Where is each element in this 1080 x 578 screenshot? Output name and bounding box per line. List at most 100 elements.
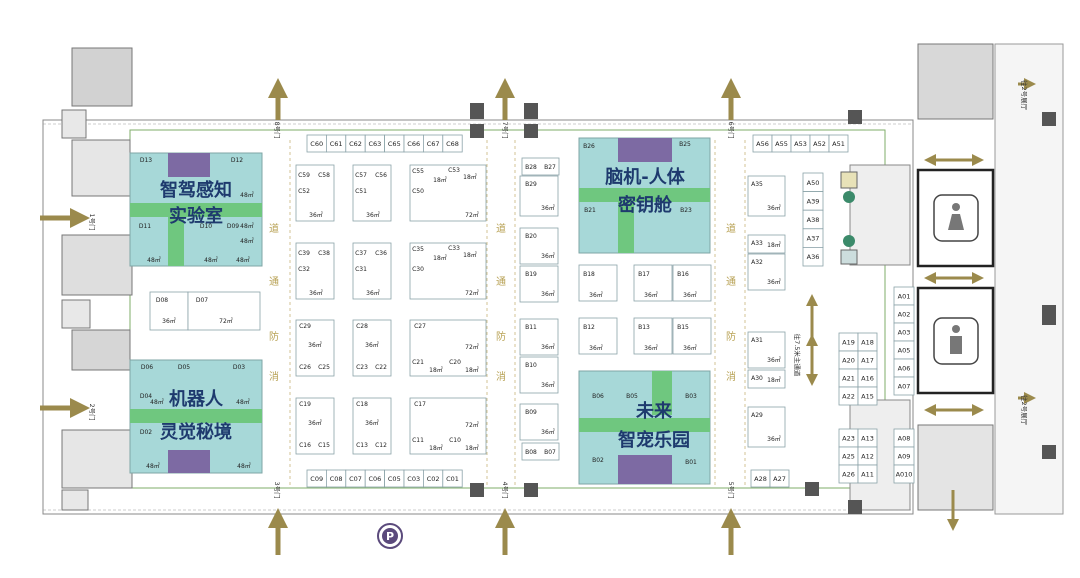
hall-direction-label: 往2号展厅 [1020,395,1029,426]
booth-id: A39 [807,197,820,205]
booth-id: D08 [156,297,168,304]
booth-B15[interactable] [672,317,712,355]
booth-B13[interactable] [633,317,673,355]
booth-id: B11 [525,324,537,331]
booth-area: 36㎡ [309,211,323,219]
booth-area: 72㎡ [465,343,479,351]
booth-id: A11 [861,471,874,479]
booth-A07[interactable] [893,376,915,396]
booth-block-C19[interactable] [295,397,335,455]
booth-B09[interactable] [519,403,559,441]
booth-pair-B08[interactable] [521,442,560,461]
zone-booth-label: B21 [584,207,596,214]
booth-A35[interactable] [747,175,786,217]
booth-D07[interactable] [187,291,261,331]
zone-brain-computer[interactable] [578,137,711,254]
booth-B12[interactable] [578,317,618,355]
booth-A32[interactable] [747,253,786,291]
booth-id: C52 [298,188,310,195]
zone-booth-label: B05 [626,393,638,400]
booth-A33[interactable] [747,234,786,254]
booth-block-C55[interactable] [409,164,487,222]
booth-id: B17 [638,271,650,278]
booth-block-C18[interactable] [352,397,392,455]
zone-pet-park[interactable] [578,370,711,485]
booth-area: 36㎡ [589,344,603,352]
booth-C68[interactable] [442,134,463,153]
booth-A51[interactable] [828,134,849,153]
booth-id: A03 [898,329,911,337]
booth-id: A32 [751,259,763,266]
booth-B20[interactable] [519,227,559,265]
parking-icon: P [377,523,403,549]
booth-block-C17[interactable] [409,397,487,455]
booth-area: 36㎡ [365,341,379,349]
booth-area: 36㎡ [589,291,603,299]
zone-title: 未来 [636,401,673,422]
booth-area: 18㎡ [429,444,443,452]
booth-block-C35[interactable] [409,242,487,300]
booth-id: B09 [525,409,537,416]
booth-A15[interactable] [857,386,878,406]
hall-structure [42,43,1064,515]
booth-id: A15 [861,393,874,401]
booth-id: A27 [773,475,786,483]
zone-booth-label: D04 [140,393,152,400]
booth-B11[interactable] [519,318,559,356]
booth-block-C39[interactable] [295,242,335,300]
zone-booth-label: 48㎡ [204,256,218,264]
booth-id: A22 [842,393,855,401]
main-aisle-label: 往7.5米主通道 [793,334,802,377]
booth-A010[interactable] [893,464,915,484]
booth-id: C23 [356,364,368,371]
booth-A11[interactable] [857,464,878,484]
booth-B17[interactable] [633,264,673,302]
booth-id: C05 [388,475,401,483]
booth-area: 18㎡ [433,254,447,262]
booth-pair-B28[interactable] [521,157,560,176]
aisle-label: 消 [269,370,279,383]
booth-id: C50 [412,188,424,195]
booth-id: C03 [407,475,420,483]
booth-block-C57[interactable] [352,164,392,222]
booth-A29[interactable] [747,406,786,448]
aisle-label: 道 [496,222,506,235]
booth-A31[interactable] [747,331,786,369]
zone-robot[interactable] [129,359,263,474]
zone-autonomous-lab[interactable] [129,152,263,267]
zone-booth-label: D12 [231,157,243,164]
booth-A30[interactable] [747,369,786,389]
booth-area: 36㎡ [767,356,781,364]
booth-id: C36 [375,250,387,257]
booth-B29[interactable] [519,175,559,217]
booth-block-C27[interactable] [409,319,487,377]
booth-B16[interactable] [672,264,712,302]
booth-A27[interactable] [769,469,790,488]
booth-id: C57 [355,172,367,179]
booth-block-C29[interactable] [295,319,335,377]
zone-booth-label: D09 [227,223,239,230]
booth-area: 72㎡ [219,317,233,325]
booth-B18[interactable] [578,264,618,302]
zone-booth-label: D02 [140,429,152,436]
booth-id: C33 [448,245,460,252]
booth-block-C59[interactable] [295,164,335,222]
booth-C01[interactable] [442,469,463,488]
booth-A36[interactable] [802,246,824,267]
booth-block-C37[interactable] [352,242,392,300]
booth-id: C20 [449,359,461,366]
restroom-female-icon [933,194,979,242]
booth-B19[interactable] [519,265,559,303]
booth-layer [40,78,1036,555]
booth-D08[interactable] [149,291,189,331]
zone-booth-label: 48㎡ [240,191,254,199]
booth-block-C28[interactable] [352,319,392,377]
booth-B10[interactable] [519,356,559,394]
booth-id: C26 [299,364,311,371]
booth-id: B12 [583,324,595,331]
booth-id: A30 [751,375,763,382]
booth-id: B16 [677,271,689,278]
booth-id: A35 [751,181,763,188]
booth-id: C29 [299,323,311,330]
booth-id: A18 [861,339,874,347]
